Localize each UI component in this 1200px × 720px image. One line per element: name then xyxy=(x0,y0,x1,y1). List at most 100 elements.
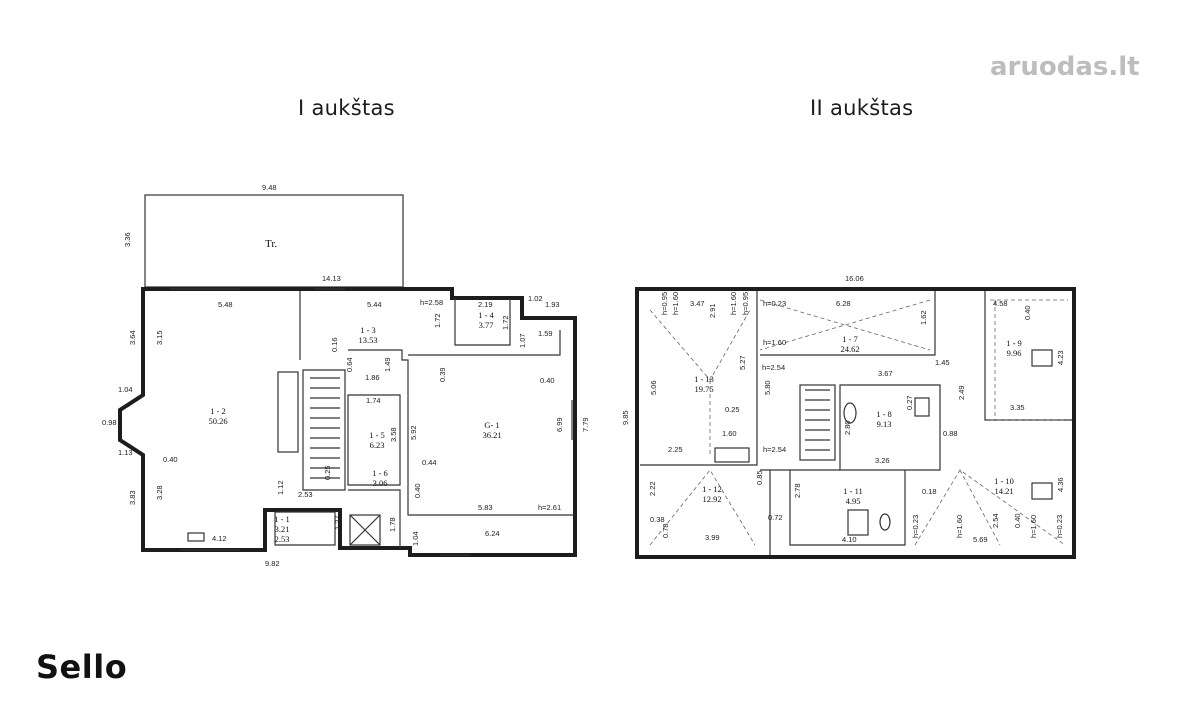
dim-label: 0.39 xyxy=(438,367,447,382)
dim-label: 4.23 xyxy=(1056,350,1065,365)
dim-label: 2.25 xyxy=(668,445,683,454)
dim-label: 0.16 xyxy=(330,337,339,352)
dim-label: 0.25 xyxy=(323,465,332,480)
chimney xyxy=(1031,349,1053,367)
dim-label: h=1.60 xyxy=(1029,515,1038,538)
room-id: 1 - 1 xyxy=(274,514,290,524)
dim-label: 3.28 xyxy=(155,485,164,500)
dim-label: h=0.23 xyxy=(911,515,920,538)
dim-label: 0.98 xyxy=(102,418,117,427)
room-id: G- 1 xyxy=(484,420,499,430)
wall xyxy=(347,394,401,486)
dim-label: 5.27 xyxy=(738,355,747,370)
room-id: 1 - 4 xyxy=(478,310,494,320)
wall xyxy=(348,349,575,516)
dim-label: 0.85 xyxy=(755,470,764,485)
room-area: 13.53 xyxy=(358,335,377,345)
dim-label: 5.92 xyxy=(409,425,418,440)
room-area: 9.13 xyxy=(877,419,892,429)
brand-logo: Sello xyxy=(36,648,128,686)
dim-label: 3.26 xyxy=(875,456,890,465)
dim-label: 5.83 xyxy=(478,503,493,512)
room-id: 1 - 13 xyxy=(694,374,714,384)
floor-2-outer-wall xyxy=(635,287,1076,559)
toilet xyxy=(843,402,857,424)
dim-label: 3.83 xyxy=(128,490,137,505)
dim-label: h=0.23 xyxy=(1055,515,1064,538)
dim-label: h=2.61 xyxy=(538,503,561,512)
dim-label: 0.27 xyxy=(905,395,914,410)
cabinet xyxy=(847,509,869,536)
dim-label: 3.47 xyxy=(690,299,705,308)
dim-label: 1.04 xyxy=(118,385,133,394)
room-area: 3.06 xyxy=(373,478,388,488)
dim-label: 1.49 xyxy=(383,357,392,372)
wall xyxy=(348,489,401,548)
room-area: 2.53 xyxy=(275,534,290,544)
room-area: 3.77 xyxy=(479,320,494,330)
dim-label: 9.82 xyxy=(265,559,280,568)
dim-label: 0.88 xyxy=(943,429,958,438)
dim-label: 0.38 xyxy=(650,515,665,524)
dim-label: 2.53 xyxy=(298,490,313,499)
dim-label: 1.12 xyxy=(276,480,285,495)
dim-label: 3.99 xyxy=(705,533,720,542)
dim-label: 0.40 xyxy=(1013,513,1022,528)
dim-label: 4.10 xyxy=(842,535,857,544)
dim-label: 2.54 xyxy=(991,513,1000,528)
dim-label: 0.40 xyxy=(540,376,555,385)
dim-label: 6.24 xyxy=(485,529,500,538)
dim-label: 3.36 xyxy=(123,232,132,247)
roof-slope-lines xyxy=(914,469,1066,546)
dim-label: 0.18 xyxy=(922,487,937,496)
dim-label: 3.35 xyxy=(1010,403,1025,412)
dim-label: 2.91 xyxy=(708,303,717,318)
dim-label: 1.07 xyxy=(518,333,527,348)
staircase-1 xyxy=(277,371,340,479)
floor-1-title: I aukštas xyxy=(298,96,395,120)
room-area: 3.21 xyxy=(275,524,290,534)
roof-slope-lines xyxy=(990,299,1068,421)
room-id: 1 - 7 xyxy=(842,334,858,344)
dim-label: 2.78 xyxy=(793,483,802,498)
shower-cross xyxy=(349,514,381,546)
dim-label: h=2.54 xyxy=(762,363,785,372)
dim-label: 1.13 xyxy=(118,448,133,457)
room-area: 19.75 xyxy=(694,384,713,394)
room-area: 6.23 xyxy=(370,440,385,450)
dim-label: h=0.95 xyxy=(660,292,669,315)
room-id: 1 - 10 xyxy=(994,476,1014,486)
dim-label: 2.19 xyxy=(478,300,493,309)
wall xyxy=(839,384,941,471)
shower xyxy=(349,514,381,546)
dim-label: 1.93 xyxy=(545,300,560,309)
room-area: 4.95 xyxy=(846,496,861,506)
dim-label: 1.78 xyxy=(388,517,397,532)
dim-label: 2.22 xyxy=(648,481,657,496)
dim-label: h=1.60 xyxy=(729,292,738,315)
dim-label: 5.44 xyxy=(367,300,382,309)
watermark-logo: aruodas.lt xyxy=(990,52,1140,82)
room-id: 1 - 12 xyxy=(702,484,722,494)
dim-label: 1.59 xyxy=(538,329,553,338)
dim-label: 4.12 xyxy=(212,534,227,543)
dim-label: 3.64 xyxy=(128,330,137,345)
sink xyxy=(914,397,930,417)
chimney xyxy=(1031,482,1053,500)
dim-label: 5.48 xyxy=(218,300,233,309)
floor-1-outer-wall xyxy=(118,287,577,557)
dim-label: 1.62 xyxy=(919,310,928,325)
dim-label: 1.72 xyxy=(501,315,510,330)
dim-label: h=2.58 xyxy=(420,298,443,307)
dim-label: h=1.60 xyxy=(763,338,786,347)
dim-label: 3.15 xyxy=(155,330,164,345)
dim-label: 0.72 xyxy=(768,513,783,522)
dim-label: 0.64 xyxy=(345,357,354,372)
room-area: 12.92 xyxy=(702,494,721,504)
dim-label: 3.67 xyxy=(878,369,893,378)
dim-label: 1.60 xyxy=(722,429,737,438)
room-id: 1 - 3 xyxy=(360,325,376,335)
dim-label: 4.36 xyxy=(1056,477,1065,492)
dim-label: 2.49 xyxy=(957,385,966,400)
